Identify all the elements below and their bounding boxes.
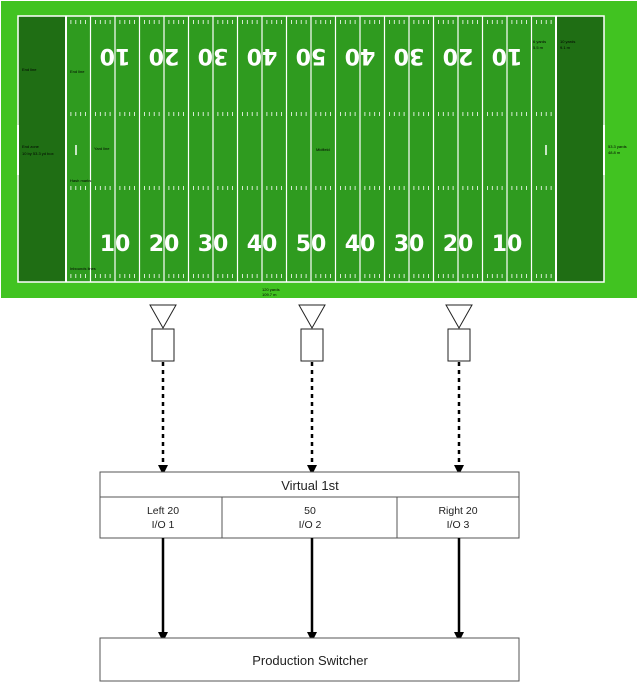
label-width-yards: 53.3 yards [608, 144, 627, 149]
label-small-yards: 6 yards [533, 39, 546, 44]
yard-number-top: 50 [296, 43, 327, 68]
camera-feeds [158, 362, 464, 475]
camera-50 [298, 304, 326, 362]
yard-number-top: 10 [100, 43, 131, 68]
camera-body-icon [447, 328, 471, 362]
label-small-meters: 5.5 m [533, 45, 544, 50]
camera-lens-icon [149, 304, 177, 330]
production-switcher-frame [99, 637, 520, 682]
yard-numbers-bottom: 10 20 30 40 50 40 30 20 10 [100, 232, 523, 257]
production-switcher-label: Production Switcher [252, 653, 368, 668]
switcher-feeds [158, 538, 464, 642]
camera-body-icon [300, 328, 324, 362]
input-right-20-io: I/O 3 [447, 519, 470, 531]
camera-lens-icon [298, 304, 326, 330]
yard-number-bottom: 50 [296, 232, 327, 257]
label-midfield: Midfield [316, 147, 330, 152]
yard-number-bottom: 40 [247, 232, 278, 257]
label-length-yards: 120 yards [262, 287, 280, 292]
end-zone-left [18, 16, 66, 282]
label-yard-line: Yard line [94, 146, 110, 151]
yard-number-top: 10 [492, 43, 523, 68]
camera-right-20 [445, 304, 473, 362]
yard-lines [65, 16, 557, 282]
yard-number-top: 40 [247, 43, 278, 68]
end-zone-right [556, 16, 604, 282]
camera-body-icon [151, 328, 175, 362]
hash-marks [70, 20, 552, 278]
yard-number-top: 30 [394, 43, 425, 68]
virtual-1st-title: Virtual 1st [281, 478, 339, 493]
label-inbounds-line: Inbounds lines [70, 266, 96, 271]
yard-number-top: 40 [345, 43, 376, 68]
yard-numbers-top: 10 20 30 40 50 40 30 20 10 [100, 43, 523, 68]
yard-number-bottom: 20 [149, 232, 180, 257]
yard-number-bottom: 10 [100, 232, 131, 257]
input-left-20-io: I/O 1 [152, 519, 175, 531]
production-switcher-box: Production Switcher [99, 637, 520, 682]
label-end-line-2: End line [70, 69, 85, 74]
camera-left-20 [149, 304, 177, 362]
label-endzone-yards: 10 yards [560, 39, 575, 44]
label-width-meters: 48.8 m [608, 150, 621, 155]
input-50-io: I/O 2 [299, 519, 322, 531]
input-right-20-name: Right 20 [438, 505, 477, 517]
virtual-1st-frame [99, 471, 520, 539]
yard-number-top: 30 [198, 43, 229, 68]
yard-number-top: 20 [443, 43, 474, 68]
yard-number-bottom: 10 [492, 232, 523, 257]
cameras [149, 304, 473, 362]
label-end-zone-size: 10 by 53.3 yd box [22, 151, 54, 156]
camera-lens-icon [445, 304, 473, 330]
yard-number-bottom: 30 [394, 232, 425, 257]
yard-number-top: 20 [149, 43, 180, 68]
label-end-line: End line [22, 67, 37, 72]
yard-number-bottom: 20 [443, 232, 474, 257]
input-50-name: 50 [304, 505, 316, 517]
label-hash-marks: Hash marks [70, 178, 91, 183]
label-endzone-meters: 9.1 m [560, 45, 571, 50]
yard-number-bottom: 40 [345, 232, 376, 257]
yard-number-bottom: 30 [198, 232, 229, 257]
label-end-zone: End zone [22, 144, 40, 149]
label-length-meters: 109.7 m [262, 292, 277, 297]
football-field: 10 20 30 40 50 40 30 20 10 10 20 30 40 50 40 30 20 10 En… [1, 1, 637, 298]
virtual-1st-box: Virtual 1st Left 20 I/O 1 50 I/O 2 Right… [99, 471, 520, 539]
input-left-20-name: Left 20 [147, 505, 179, 517]
